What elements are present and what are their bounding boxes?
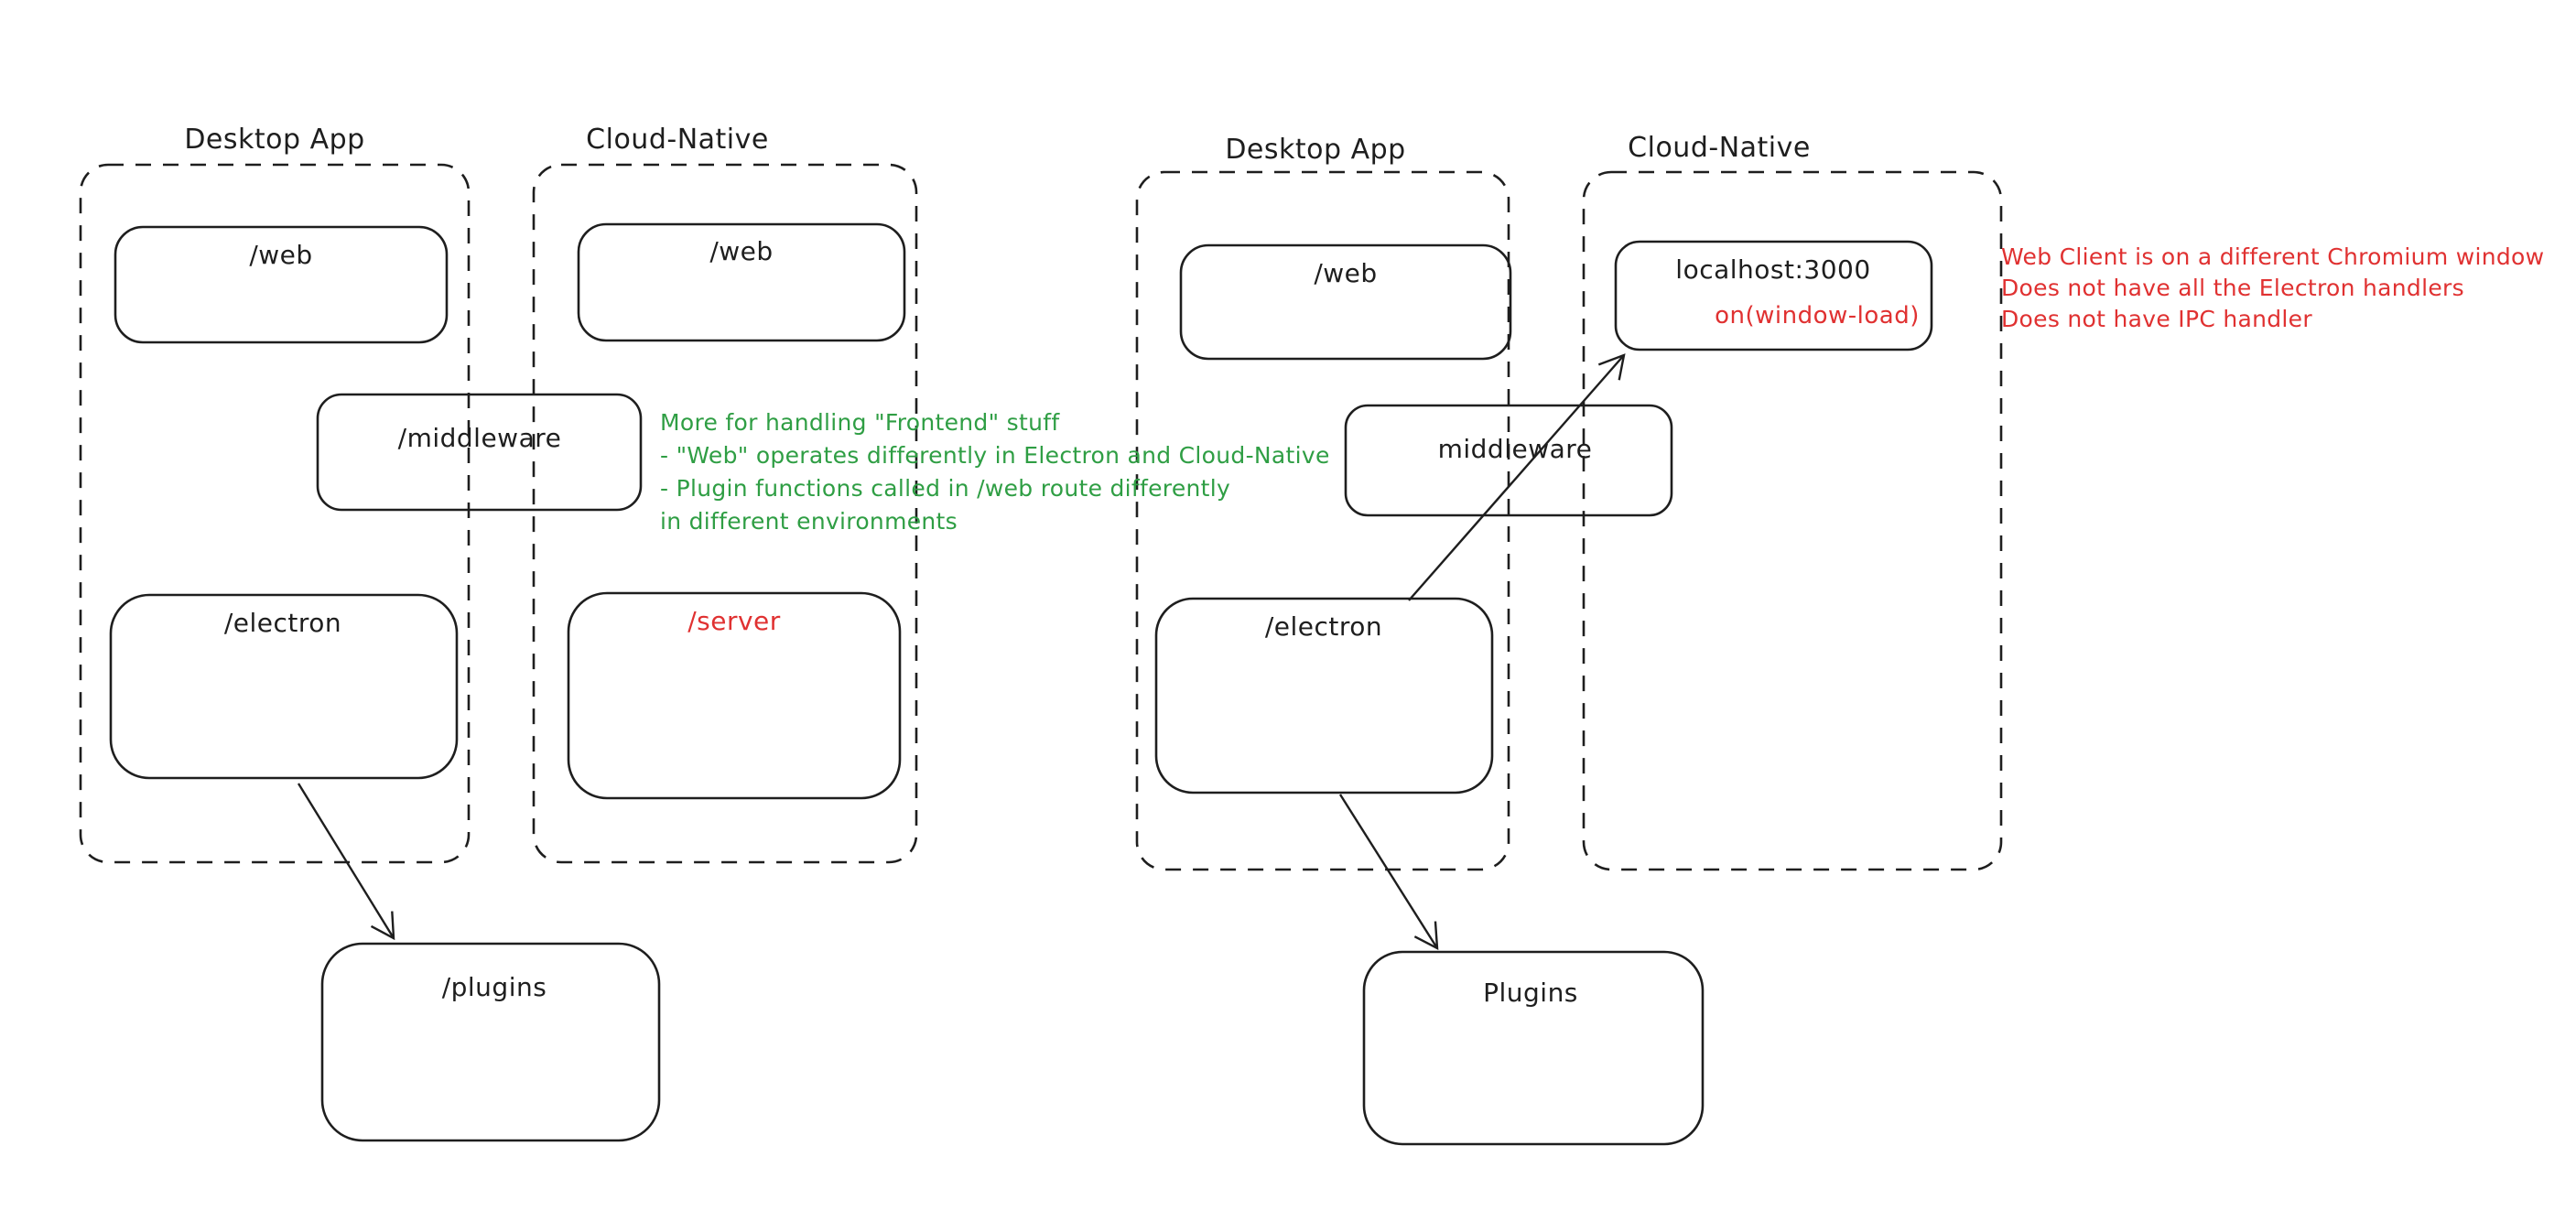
right-plugins-box [1362, 950, 1705, 1146]
left-web-box-cloud [577, 222, 906, 342]
left-desktop-app-title: Desktop App [184, 124, 365, 156]
right-web-box [1179, 243, 1512, 361]
right-middleware-label: middleware [1437, 434, 1593, 464]
left-desktop-app-container [79, 163, 471, 864]
red-note-line-2: Does not have all the Electron handlers [2001, 275, 2464, 301]
arrow-electron-to-localhost [1408, 353, 1626, 601]
left-web-label-cloud: /web [709, 236, 774, 266]
green-note-line-3: - Plugin functions called in /web route … [660, 475, 1231, 502]
right-electron-box [1154, 597, 1494, 794]
left-cloud-native-title: Cloud-Native [586, 124, 769, 156]
green-note: More for handling "Frontend" stuff - "We… [660, 406, 1330, 538]
right-cloud-native-title: Cloud-Native [1628, 132, 1811, 164]
left-cloud-native-container [532, 163, 918, 864]
left-web-box-desktop [114, 225, 449, 344]
left-web-label-desktop: /web [249, 240, 313, 270]
right-window-load-label: on(window-load) [1715, 302, 1920, 330]
red-note: Web Client is on a different Chromium wi… [2001, 242, 2544, 335]
left-middleware-box [316, 393, 643, 512]
arrow-electron-to-plugins-right [1338, 794, 1439, 951]
red-note-line-1: Web Client is on a different Chromium wi… [2001, 243, 2545, 270]
left-middleware-label: /middleware [397, 423, 562, 453]
arrow-electron-to-plugins-left [297, 783, 395, 941]
left-electron-box [109, 593, 459, 780]
left-server-box [567, 591, 902, 800]
right-middleware-box [1344, 404, 1673, 517]
left-plugins-box [320, 942, 661, 1142]
green-note-line-4: in different environments [660, 508, 958, 535]
green-note-line-1: More for handling "Frontend" stuff [660, 409, 1060, 436]
right-web-label: /web [1314, 258, 1378, 288]
left-server-label: /server [687, 606, 781, 636]
green-note-line-2: - "Web" operates differently in Electron… [660, 442, 1330, 469]
right-localhost-box [1614, 240, 1933, 351]
red-note-line-3: Does not have IPC handler [2001, 306, 2312, 332]
right-plugins-label: Plugins [1483, 978, 1578, 1008]
right-cloud-native-container [1582, 170, 2003, 871]
left-electron-label: /electron [223, 608, 342, 638]
left-plugins-label: /plugins [441, 972, 547, 1002]
right-localhost-label: localhost:3000 [1675, 254, 1871, 285]
right-desktop-app-title: Desktop App [1225, 134, 1406, 166]
right-electron-label: /electron [1264, 611, 1383, 642]
